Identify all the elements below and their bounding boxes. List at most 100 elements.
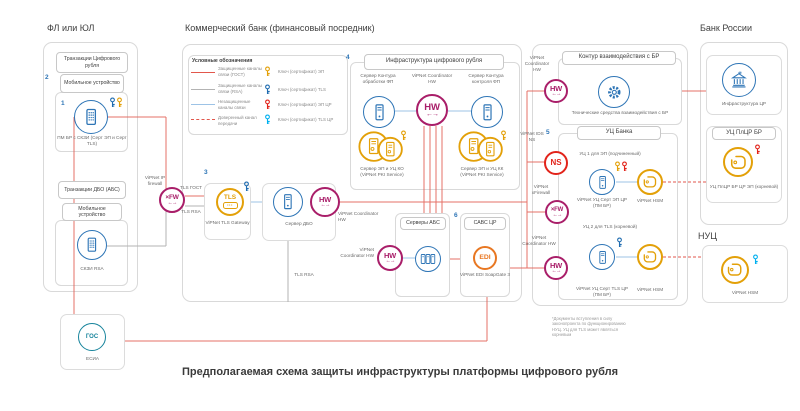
marker-1: 1: [61, 100, 65, 107]
legend-line-open: [191, 104, 215, 105]
tls-cr-key-icon: [264, 114, 271, 125]
marker-6: 6: [454, 212, 458, 219]
marker-5: 5: [546, 129, 550, 136]
legend-key-label: Ключ (сертификат) ЭП: [278, 69, 325, 74]
infra-server1-icon: [363, 96, 395, 128]
uc2-hsm-icon: [637, 244, 663, 270]
abs-title: Серверы АБС: [400, 217, 446, 230]
nuc-caption: ViPNet HSM: [731, 290, 759, 295]
coordinator-hw-icon: HW ←→: [544, 79, 568, 103]
dbo-caption: Сервер ДБО: [285, 221, 313, 226]
pki-servers-icon: [358, 129, 406, 166]
coordinator-hw-caption: ViPNet Coordinator HW: [338, 211, 379, 222]
ep-key-icon: [400, 130, 407, 141]
server-icon: [478, 103, 497, 122]
esia-caption: ЕСИА: [85, 356, 99, 361]
legend-line-label: Защищенные каналы связи (RSA): [218, 83, 262, 94]
ep-key-icon: [500, 130, 507, 141]
infra-server2-icon: [471, 96, 503, 128]
savs-frame: [460, 213, 510, 297]
bank-section-label: Коммерческий банк (финансовый посредник): [185, 23, 375, 33]
cbr-hsm-icon: [723, 147, 753, 177]
cbr-infra-icon: [722, 63, 756, 97]
legend-title: Условные обозначения: [192, 58, 253, 64]
cbr-uc-caption: УЦ ПлЦР БР ЦР ЭП (корневой): [709, 184, 779, 189]
tls-key-icon: [243, 181, 250, 192]
xfirewall-label: ViPNet xFirewall: [531, 184, 551, 195]
legend-line-trusted: [191, 119, 215, 120]
client-frame: [43, 42, 138, 292]
interaction-tools-icon: [598, 76, 630, 108]
hsm-icon: [642, 249, 658, 265]
legend-key-label: Ключ (сертификат) ЭП ЦР: [278, 102, 332, 107]
mobile-device-1: [74, 100, 108, 134]
ep-cr-key-icon: [621, 161, 628, 172]
pki1-caption: Сервер ЭП и УЦ КО (ViPNet PKI Service): [360, 166, 404, 177]
legend-line-label: Незащищенные каналы связи: [218, 99, 251, 110]
pki-servers-icon: [458, 129, 506, 166]
legend-line-label: Доверенный канал передачи: [218, 115, 257, 126]
uc1-server-icon: [589, 169, 615, 195]
marker-3: 3: [204, 169, 208, 176]
abs-hw-caption: ViPNet Coordinator HW: [340, 247, 374, 258]
mobile-device-2: [77, 230, 107, 260]
tls-key-icon: [264, 84, 271, 95]
hsm-icon: [729, 153, 748, 172]
ids-ns-icon: NS: [544, 151, 568, 175]
uc1-title: УЦ 1 для ЭП (подчиненный): [579, 151, 641, 156]
ep-key-icon: [116, 97, 123, 108]
gosuslugi-icon: ГОС: [78, 323, 106, 351]
uc2-title: УЦ 2 для TLS (корневой): [582, 224, 638, 229]
server-icon: [595, 250, 610, 265]
group2-device-tag: Мобильное устройство: [62, 203, 122, 221]
uc2-caption: ViPNet УЦ Серт TLS ЦР (ПМ БР): [576, 286, 628, 297]
legend-key-label: Ключ (сертификат) TLS: [278, 87, 326, 92]
cbr-uc-title: УЦ ПлЦР БР: [712, 127, 776, 140]
ep-cr-key-icon: [264, 99, 271, 110]
ep-key-icon: [614, 161, 621, 172]
contour-caption: Технические средства взаимодействия с БР: [571, 110, 669, 115]
marker-2: 2: [45, 74, 49, 81]
ep-key-icon: [264, 66, 271, 77]
bank-right-frame: [532, 44, 688, 306]
hsm-icon: [726, 261, 743, 278]
contour-title: Контур взаимодействия с БР: [562, 51, 676, 65]
legend-line-rsa: [191, 89, 215, 90]
ids-label: ViPNet IDS NS: [520, 131, 544, 142]
savs-title: САВС ЦР: [464, 217, 506, 230]
infra-server1-label: Сервер Контура обработки ФП: [360, 73, 396, 84]
cbr-section-label: Банк России: [700, 23, 752, 33]
nuc-section-label: НУЦ: [698, 231, 717, 241]
footnote: *Документы вступления в силу законопроек…: [552, 316, 626, 337]
uc1-caption: ViPNet УЦ Серт ЭП ЦР (ПМ БР): [576, 197, 628, 208]
tls-dots: [222, 202, 238, 210]
trusted-channel-lines: [663, 181, 708, 258]
uc2-server-icon: [589, 244, 615, 270]
pki2-caption: Сервер ЭП и УЦ КК (ViPNet PKI Service): [460, 166, 504, 177]
savs-caption: ViPNet EDI SoapGate 3: [460, 272, 510, 277]
bank-frame: [182, 44, 522, 302]
infra-coordinator-hw-icon: HW ←→: [416, 94, 448, 126]
rsa-secure-lines: [107, 205, 289, 302]
server-icon: [370, 103, 389, 122]
xfw-firewall-icon: ×FW ←→: [159, 187, 185, 213]
edi-glyph: EDI: [479, 253, 491, 261]
server-icon: [279, 193, 296, 210]
tls-gateway-caption: ViPNet TLS Gateway: [205, 220, 250, 225]
ip-firewall-label: ViPNet IP firewall: [144, 175, 166, 186]
tls-key-icon: [109, 97, 116, 108]
tls-gateway-icon: TLS: [216, 188, 244, 216]
group1-title: Транзакции Цифрового рубля: [56, 52, 128, 73]
servers-icon: [419, 250, 437, 268]
server-icon: [595, 175, 610, 190]
infra-title: Инфраструктура цифрового рубля: [364, 54, 504, 70]
gos-glyph: ГОС: [85, 334, 99, 340]
group1-device-tag: Мобильное устройство: [60, 74, 124, 93]
legend-key-label: Ключ (сертификат) TLS ЦР: [278, 117, 334, 122]
xfw-firewall-icon: ×FW ←→: [545, 200, 569, 224]
client-section-label: ФЛ или ЮЛ: [47, 23, 95, 33]
gear-icon: [605, 83, 624, 102]
tls-rsa-channel-label: TLS RSA: [181, 209, 201, 214]
cbr-infra-caption: Инфраструктура ЦР: [721, 101, 767, 106]
